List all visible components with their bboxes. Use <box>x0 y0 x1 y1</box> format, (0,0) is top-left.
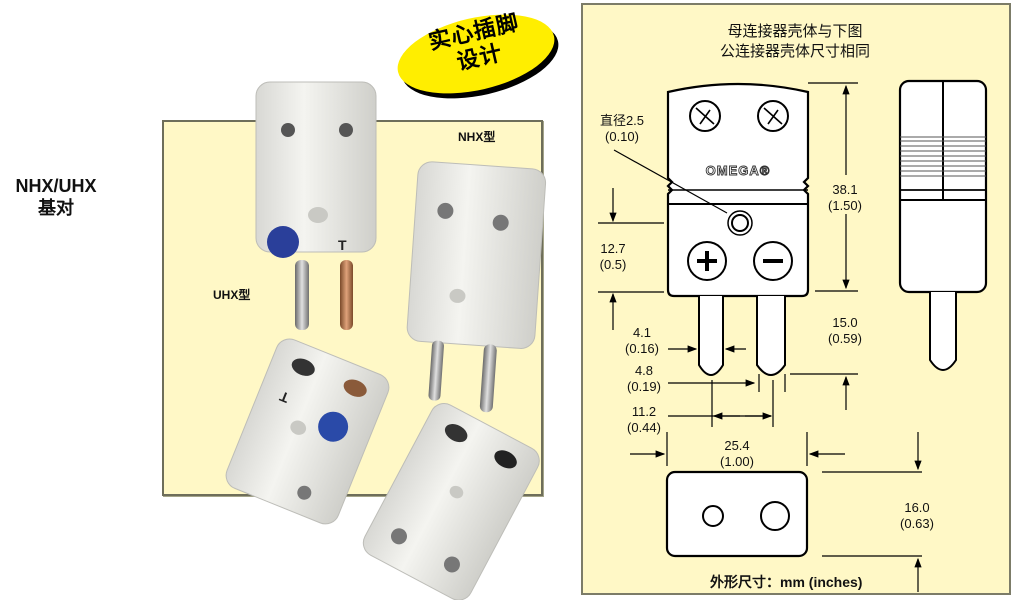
nhx-female-connector <box>362 403 540 600</box>
uhx-type-letter: T <box>338 237 347 253</box>
side-view-pin <box>929 292 957 371</box>
dim-pin-dia-small: 4.1 (0.16) <box>620 325 664 357</box>
face-view <box>665 470 809 558</box>
nhx-label: NHX型 <box>458 130 496 144</box>
dim-pin-spacing-mm: 11.2 <box>631 404 657 419</box>
dim-face-width: 25.4 (1.00) <box>712 438 762 470</box>
drawing-title: 母连接器壳体与下图 公连接器壳体尺寸相同 <box>581 22 1009 62</box>
omega-logo: OMEGA® <box>706 163 771 178</box>
dim-pin-dia-large-mm: 4.8 <box>634 363 654 378</box>
drawing-title-line2: 公连接器壳体尺寸相同 <box>719 43 870 60</box>
dim-body-height-in: (1.50) <box>828 198 862 213</box>
dim-face-height-mm: 16.0 <box>904 500 930 515</box>
dim-pin-dia-small-in: (0.16) <box>625 341 659 356</box>
dim-pin-dia-small-mm: 4.1 <box>632 325 652 340</box>
dim-face-width-in: (1.00) <box>720 454 754 469</box>
dim-hole-diameter-in: (0.10) <box>605 129 639 144</box>
units-note: 外形尺寸：mm (inches) <box>710 574 863 590</box>
badge-ellipse <box>397 14 559 99</box>
dim-face-width-mm: 25.4 <box>724 438 750 453</box>
uhx-female-connector: T <box>225 338 390 525</box>
dim-pin-length: 15.0 (0.59) <box>820 315 870 347</box>
uhx-male-connector: T <box>255 81 377 330</box>
dim-body-lower: 12.7 (0.5) <box>591 241 635 273</box>
dim-pin-dia-large-in: (0.19) <box>627 379 661 394</box>
product-photos: T T <box>225 81 547 600</box>
solid-pin-badge: 实心插脚 设计 <box>392 10 562 99</box>
dim-body-lower-in: (0.5) <box>599 257 627 272</box>
product-title-line1: NHX/UHX <box>15 176 97 196</box>
dim-body-height: 38.1 (1.50) <box>820 182 870 214</box>
dim-face-height-in: (0.63) <box>900 516 934 531</box>
dim-body-height-mm: 38.1 <box>832 182 858 197</box>
dim-face-height: 16.0 (0.63) <box>892 500 942 532</box>
drawing-title-line1: 母连接器壳体与下图 <box>727 23 863 40</box>
uhx-label: UHX型 <box>213 288 251 302</box>
dim-hole-diameter-mm: 直径2.5 <box>599 113 645 128</box>
product-title-line2: 基对 <box>38 198 74 218</box>
dim-pin-length-in: (0.59) <box>828 331 862 346</box>
dim-hole-diameter: 直径2.5 (0.10) <box>592 113 652 145</box>
dim-body-lower-mm: 12.7 <box>600 241 626 256</box>
product-title: NHX/UHX 基对 <box>6 175 106 219</box>
dim-pin-spacing: 11.2 (0.44) <box>622 404 666 436</box>
dim-pin-dia-large: 4.8 (0.19) <box>622 363 666 395</box>
dim-pin-spacing-in: (0.44) <box>627 420 661 435</box>
dim-pin-length-mm: 15.0 <box>832 315 858 330</box>
nhx-male-connector <box>406 161 547 413</box>
